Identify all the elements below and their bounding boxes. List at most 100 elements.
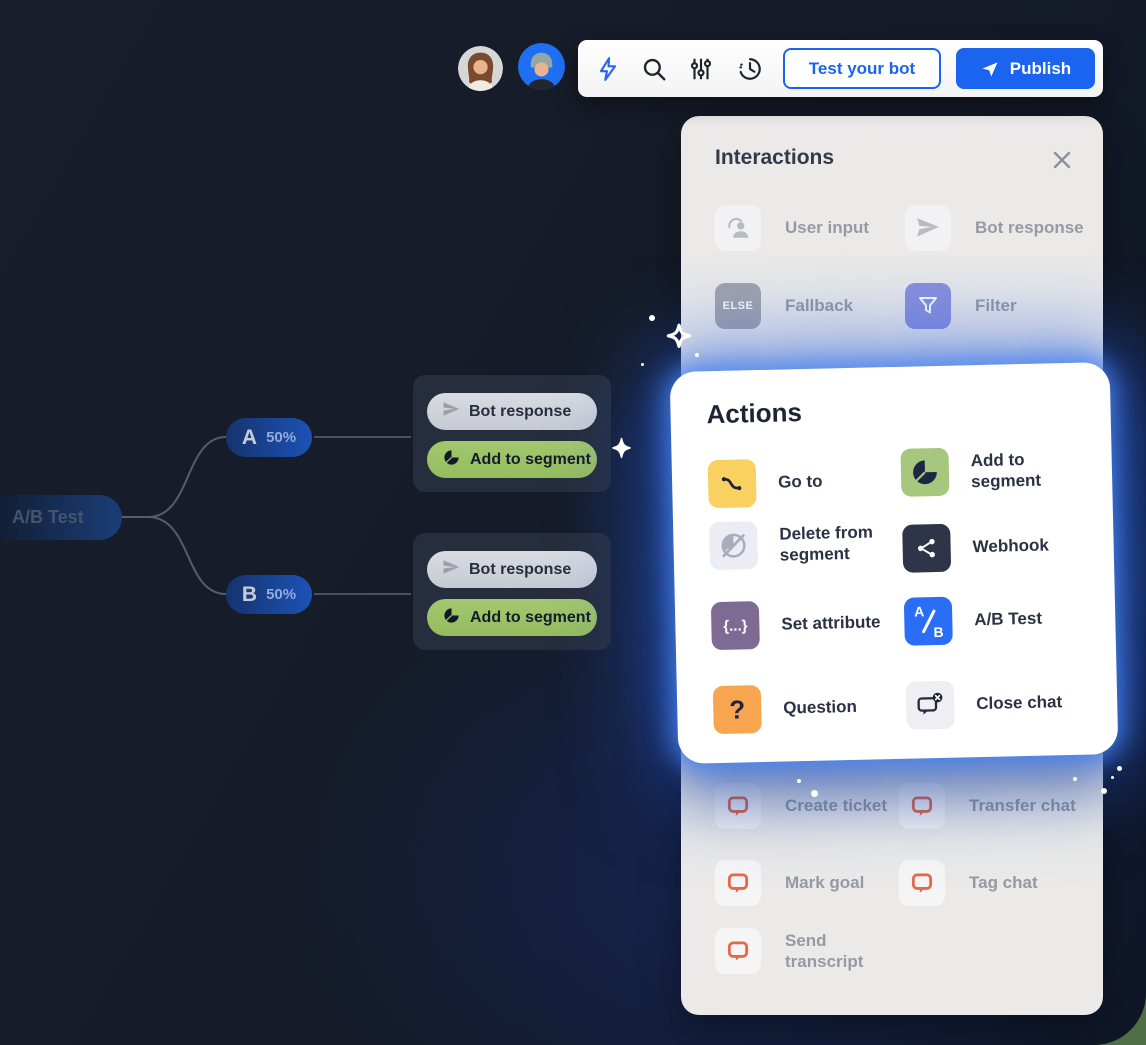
interactions-item-fallback[interactable]: ELSE Fallback [715, 283, 853, 329]
item-label: Send transcript [785, 930, 864, 971]
action-item-question[interactable]: ? Question [712, 683, 858, 735]
item-label: User input [785, 218, 870, 237]
search-icon[interactable] [641, 56, 667, 82]
step-add-to-segment[interactable]: Add to segment [427, 599, 597, 636]
interactions-item-create-ticket[interactable]: Create ticket [715, 783, 887, 829]
sparkle-dot [1111, 776, 1114, 779]
interactions-item-bot-response[interactable]: Bot response [905, 205, 1084, 251]
livechat-bubble-icon [715, 783, 761, 829]
else-badge: ELSE [715, 283, 761, 329]
paper-plane-icon [905, 205, 951, 251]
item-label: Tag chat [969, 873, 1038, 892]
item-label: Filter [975, 296, 1017, 315]
sparkle-dot [1073, 777, 1077, 781]
route-icon [707, 459, 757, 509]
flow-node-label: A/B Test [12, 507, 84, 527]
livechat-bubble-icon [715, 860, 761, 906]
builder-toolbar: Test your bot Publish [578, 40, 1103, 97]
avatar[interactable] [458, 46, 503, 91]
sparkle-star-small-icon [609, 437, 634, 467]
sparkle-dot [649, 315, 655, 321]
sparkle-dot [811, 790, 818, 797]
action-label: Delete from segment [779, 522, 874, 565]
livechat-bubble-icon [899, 783, 945, 829]
pie-segment-slash-icon [709, 521, 759, 571]
avatar[interactable] [518, 43, 565, 90]
interactions-item-tag-chat[interactable]: Tag chat [899, 860, 1038, 906]
action-label: Close chat [975, 692, 1063, 714]
flow-card-branch-a[interactable]: Bot response Add to segment [413, 375, 611, 492]
action-item-delete-from-segment[interactable]: Delete from segment [709, 518, 886, 571]
flow-branch-a[interactable]: A 50% [226, 418, 312, 457]
lightning-icon[interactable] [595, 56, 621, 82]
livechat-bubble-icon [899, 860, 945, 906]
pie-segment-icon [442, 606, 461, 630]
interactions-item-send-transcript[interactable]: Send transcript [715, 928, 877, 974]
history-clock-icon[interactable] [737, 56, 763, 82]
item-label: Create ticket [785, 796, 888, 815]
sparkle-dot [797, 779, 801, 783]
braces-icon: {...} [710, 601, 760, 651]
funnel-icon [905, 283, 951, 329]
item-label: Bot response [975, 218, 1084, 237]
step-bot-response[interactable]: Bot response [427, 551, 597, 588]
ab-letter-a: A [913, 603, 925, 620]
close-icon[interactable] [1050, 148, 1074, 172]
livechat-bubble-icon [715, 928, 761, 974]
interactions-item-user-input[interactable]: User input [715, 205, 869, 251]
chat-close-icon [905, 680, 955, 730]
action-label: Question [783, 696, 858, 718]
branch-percent: 50% [266, 586, 297, 603]
step-add-to-segment[interactable]: Add to segment [427, 441, 597, 478]
action-item-close-chat[interactable]: Close chat [905, 678, 1063, 730]
action-item-ab-test[interactable]: A B A/B Test [903, 595, 1043, 646]
step-label: Add to segment [470, 450, 591, 468]
share-nodes-icon [902, 523, 952, 573]
branch-percent: 50% [266, 429, 297, 446]
interactions-item-filter[interactable]: Filter [905, 283, 1017, 329]
sparkle-dot [695, 353, 699, 357]
sparkle-star-icon [662, 322, 696, 361]
user-input-icon [715, 205, 761, 251]
action-label: Set attribute [781, 612, 881, 634]
pie-segment-icon [442, 448, 461, 472]
actions-panel: Actions Go to Add to segment Delete from… [669, 362, 1119, 764]
publish-button[interactable]: Publish [956, 48, 1095, 89]
action-item-webhook[interactable]: Webhook [902, 521, 1050, 573]
question-icon: ? [712, 685, 762, 735]
flow-branch-b[interactable]: B 50% [226, 575, 312, 614]
step-label: Add to segment [470, 608, 591, 626]
action-item-go-to[interactable]: Go to [707, 458, 823, 509]
action-label: A/B Test [974, 608, 1043, 630]
item-label: Fallback [785, 296, 854, 315]
action-item-set-attribute[interactable]: {...} Set attribute [710, 598, 881, 651]
paper-plane-icon [442, 558, 460, 581]
item-label: Mark goal [785, 873, 865, 892]
ab-test-icon: A B [903, 596, 953, 646]
action-label: Add to segment [970, 449, 1042, 492]
flow-node-ab-test[interactable]: A/B Test [0, 495, 122, 540]
interactions-panel-title: Interactions [715, 146, 835, 169]
action-label: Webhook [972, 535, 1050, 557]
step-label: Bot response [469, 402, 572, 420]
flow-card-branch-b[interactable]: Bot response Add to segment [413, 533, 611, 650]
send-icon [980, 59, 1000, 79]
sparkle-dot [641, 363, 644, 366]
ab-letter-b: B [933, 623, 944, 641]
action-label: Go to [777, 471, 823, 492]
interactions-item-mark-goal[interactable]: Mark goal [715, 860, 864, 906]
interactions-item-transfer-chat[interactable]: Transfer chat [899, 783, 1076, 829]
action-item-add-to-segment[interactable]: Add to segment [900, 445, 1077, 497]
filters-tune-icon[interactable] [688, 56, 714, 82]
step-label: Bot response [469, 560, 572, 578]
sparkle-dot [1117, 766, 1122, 771]
pie-segment-icon [900, 447, 950, 497]
step-bot-response[interactable]: Bot response [427, 393, 597, 430]
branch-letter: A [241, 425, 258, 449]
paper-plane-icon [442, 400, 460, 423]
item-label: Transfer chat [969, 796, 1076, 815]
test-your-bot-button[interactable]: Test your bot [783, 48, 941, 89]
branch-letter: B [241, 582, 258, 606]
